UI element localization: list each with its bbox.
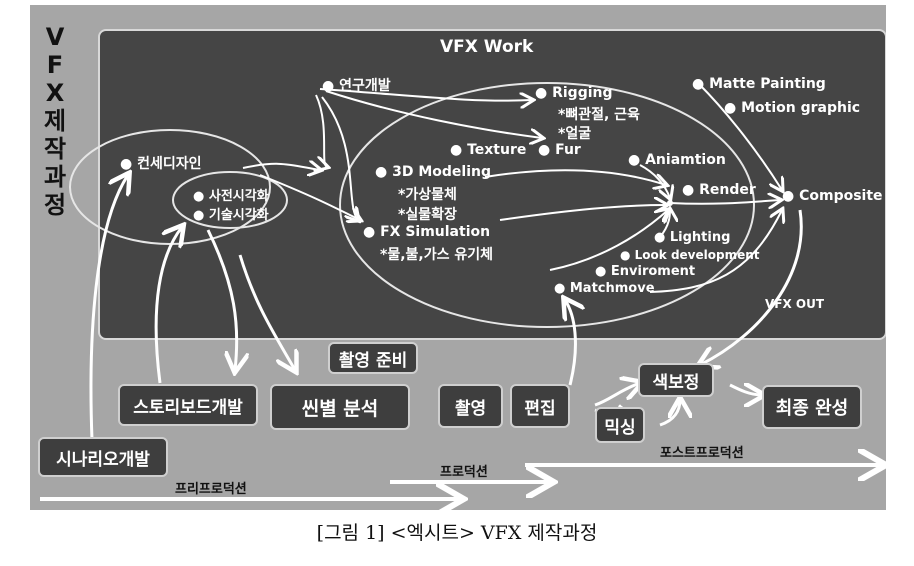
node-label: Aniamtion bbox=[645, 152, 726, 168]
vfx-out-label: VFX OUT bbox=[765, 297, 825, 311]
figure-caption: [그림 1] <엑시트> VFX 제작과정 bbox=[316, 522, 598, 544]
node-label: Motion graphic bbox=[741, 100, 861, 116]
node-look-development: ● Look development bbox=[620, 248, 760, 262]
flow-rnd-to-modeling bbox=[316, 94, 327, 167]
main-vfx-ellipse bbox=[339, 82, 755, 328]
node-3d-modeling: ● 3D Modeling bbox=[375, 164, 491, 180]
stage-mixing: 믹싱 bbox=[595, 407, 645, 443]
flow-shoot-to-matchmove bbox=[565, 300, 575, 386]
node-render: ● Render bbox=[682, 182, 756, 198]
node-matte-painting: ● Matte Painting bbox=[692, 76, 826, 92]
vfx-process-diagram: V F X 제 작 과 정 bbox=[30, 5, 886, 510]
node-label: 사전시각화 bbox=[208, 189, 269, 204]
diagram-graphics bbox=[40, 82, 886, 510]
node-label: 컨세디자인 bbox=[137, 156, 202, 172]
node-motion-graphic: ● Motion graphic bbox=[724, 100, 861, 116]
stage-shoot-prep: 촬영 준비 bbox=[328, 342, 418, 374]
node-label: 3D Modeling bbox=[392, 164, 491, 180]
node-label: 기술시각화 bbox=[208, 208, 269, 223]
stage-shoot: 촬영 bbox=[438, 384, 503, 428]
flow-rnd-to-fur bbox=[325, 90, 542, 138]
flow-storyboard-to-previz bbox=[154, 227, 182, 384]
node-fx-simulation: ● FX Simulation bbox=[363, 224, 491, 240]
flow-mixing-to-color bbox=[659, 400, 680, 427]
node-research-dev: ● 연구개발 bbox=[322, 78, 391, 94]
node-label: FX Simulation bbox=[380, 224, 491, 240]
node-texture: ● Texture bbox=[450, 142, 527, 158]
node-label: Fur bbox=[555, 142, 581, 158]
flow-anim-to-render bbox=[639, 164, 670, 198]
previz-inner-ellipse bbox=[172, 171, 288, 229]
node-composite: ● Composite bbox=[782, 188, 883, 204]
node-previz: ● 사전시각화 bbox=[193, 189, 269, 204]
flow-matte-to-composite bbox=[697, 82, 782, 190]
phase-label-production: 프로덕션 bbox=[440, 465, 488, 480]
node-label: Look development bbox=[634, 248, 760, 262]
node-label: Lighting bbox=[669, 230, 731, 245]
flow-scenario-to-concept bbox=[89, 175, 128, 441]
stage-edit: 편집 bbox=[510, 384, 570, 428]
vertical-title-char: 작 bbox=[43, 135, 67, 163]
node-label: Rigging bbox=[552, 85, 613, 101]
vertical-title-char: F bbox=[46, 51, 64, 79]
stage-final: 최종 완성 bbox=[762, 385, 862, 429]
node-label: Composite bbox=[799, 188, 883, 204]
vertical-title-char: 과 bbox=[43, 163, 67, 191]
phase-label-post: 포스트프로덕션 bbox=[660, 446, 744, 461]
flow-concept-to-modeling bbox=[242, 164, 320, 170]
flow-composite-to-color bbox=[700, 209, 803, 365]
node-label: Matte Painting bbox=[709, 76, 826, 92]
flow-concept-to-fx bbox=[259, 174, 360, 220]
vertical-title-char: 정 bbox=[43, 191, 67, 219]
flow-modeling-to-render bbox=[484, 169, 666, 185]
node-modeling-sub1: *가상물체 bbox=[398, 187, 457, 203]
node-rigging-sub2: *얼굴 bbox=[558, 126, 592, 142]
vertical-title-char: 제 bbox=[43, 107, 67, 135]
node-modeling-sub2: *실물확장 bbox=[398, 207, 457, 223]
node-animation: ● Aniamtion bbox=[628, 152, 726, 168]
stage-color-grading: 색보정 bbox=[638, 363, 714, 397]
stage-scene-analysis: 씬별 분석 bbox=[270, 384, 410, 430]
stage-scenario: 시나리오개발 bbox=[38, 437, 168, 477]
flow-rnd-to-rigging bbox=[319, 88, 532, 101]
vertical-title-char: X bbox=[45, 79, 65, 107]
node-label: Matchmove bbox=[569, 281, 655, 296]
node-fur: ● Fur bbox=[538, 142, 581, 158]
stage-storyboard: 스토리보드개발 bbox=[118, 384, 258, 426]
flow-previz-to-storyboard bbox=[206, 229, 237, 370]
node-label: 연구개발 bbox=[339, 78, 391, 94]
node-rigging: ● Rigging bbox=[535, 85, 613, 101]
flow-env-to-render bbox=[549, 210, 668, 271]
flow-matchmove-to-composite bbox=[649, 210, 782, 293]
node-label: Render bbox=[699, 182, 756, 198]
node-label: Texture bbox=[467, 142, 527, 158]
node-techviz: ● 기술시각화 bbox=[193, 208, 269, 223]
node-lighting: ● Lighting bbox=[654, 230, 731, 245]
node-environment: ● Enviroment bbox=[595, 264, 696, 279]
flow-edit-to-color bbox=[594, 383, 640, 407]
node-matchmove: ● Matchmove bbox=[554, 281, 655, 296]
node-concept-design: ● 컨세디자인 bbox=[120, 156, 202, 172]
node-fx-sim-sub: *물,불,가스 유기체 bbox=[380, 247, 493, 263]
flow-render-to-composite bbox=[669, 200, 780, 204]
flow-techviz-to-scene bbox=[238, 254, 295, 370]
node-label: Enviroment bbox=[610, 264, 696, 279]
node-rigging-sub1: *뼈관절, 근육 bbox=[558, 107, 640, 123]
vertical-title: V F X 제 작 과 정 bbox=[40, 23, 70, 219]
flow-fx-to-render bbox=[499, 205, 666, 221]
flow-color-to-final bbox=[729, 385, 762, 395]
panel-title: VFX Work bbox=[440, 37, 534, 57]
phase-label-pre: 프리프로덕션 bbox=[175, 482, 247, 497]
vertical-title-char: V bbox=[45, 23, 65, 51]
